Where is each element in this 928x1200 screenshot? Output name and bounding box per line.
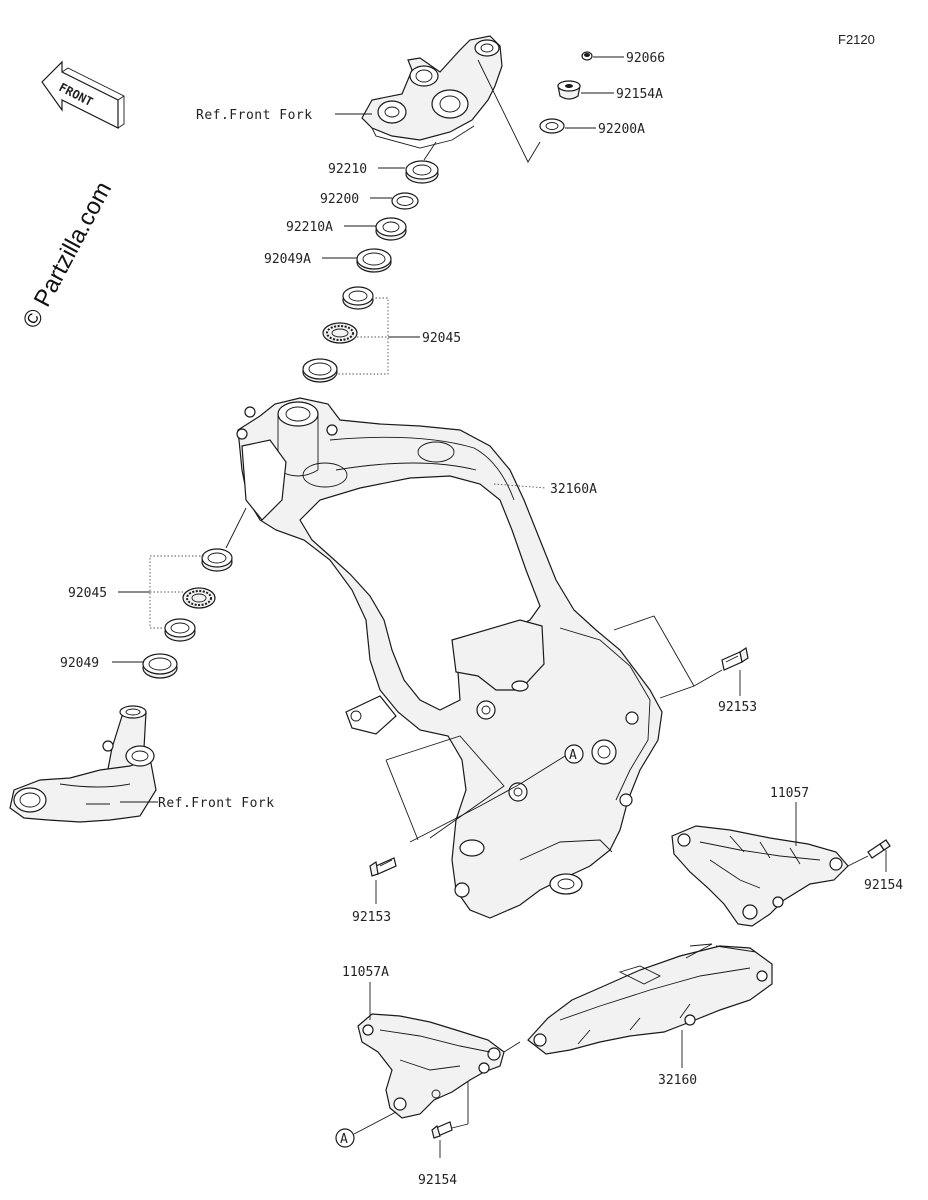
callout-92154-bottom: 92154 (418, 1173, 457, 1188)
part-92045-lower-cone (164, 618, 196, 642)
leader-headstock-lower (225, 507, 247, 549)
part-92045-lower-race (201, 548, 233, 572)
part-92154A (557, 80, 581, 100)
callout-92049: 92049 (60, 656, 99, 671)
callout-32160A: 32160A (550, 482, 597, 497)
part-92154-right-bolt (867, 839, 891, 859)
main-frame-32160A (236, 397, 663, 919)
callout-92153-bottom: 92153 (352, 910, 391, 925)
part-92210 (405, 160, 439, 184)
bracket-92045-lower (149, 555, 204, 629)
figure-code: F2120 (838, 32, 875, 47)
marker-a-lower (335, 1128, 355, 1148)
callout-92045-lower: 92045 (68, 586, 107, 601)
callout-92210A: 92210A (286, 220, 333, 235)
bracket-92045-upper (336, 297, 389, 375)
callout-32160: 32160 (658, 1073, 697, 1088)
part-92153-right-bolt (721, 647, 749, 671)
part-92154-bottom-bolt (431, 1121, 453, 1139)
part-92045-upper-race (342, 286, 374, 310)
leader-a-upper (409, 755, 566, 843)
part-92066 (581, 51, 593, 61)
ref-label-upper-clamp: Ref.Front Fork (196, 108, 313, 123)
part-92153-bottom-bolt (369, 857, 397, 877)
leader-11057-to-32160 (685, 943, 713, 959)
callout-11057A: 11057A (342, 965, 389, 980)
part-92210A (375, 217, 407, 241)
part-92049 (142, 653, 178, 679)
upper-triple-clamp (361, 35, 503, 149)
callout-92153-right: 92153 (718, 700, 757, 715)
callout-92066: 92066 (626, 51, 665, 66)
part-92045-lower-bearing (182, 587, 216, 609)
bracket-92153-bottom (385, 735, 505, 839)
leader-upper-cap-group (477, 59, 541, 163)
callout-92210: 92210 (328, 162, 367, 177)
part-11057A-bracket (357, 1013, 505, 1119)
part-11057-bracket (671, 825, 849, 927)
leader-11057A-to-32160 (503, 1041, 521, 1053)
callout-92154A: 92154A (616, 87, 663, 102)
part-92045-upper-bearing (322, 322, 358, 344)
callout-92049A: 92049A (264, 252, 311, 267)
ref-label-lower-clamp: Ref.Front Fork (158, 796, 275, 811)
part-92049A (356, 248, 392, 273)
lower-triple-clamp-stem (9, 705, 157, 823)
part-92200A (539, 118, 565, 134)
part-32160-subframe (527, 945, 773, 1055)
part-92045-upper-lower-race (302, 358, 338, 383)
callout-92200A: 92200A (598, 122, 645, 137)
callout-92045-upper: 92045 (422, 331, 461, 346)
leader-92153-right (693, 669, 723, 687)
marker-a-lower-label: A (340, 1132, 348, 1147)
leader-92154-right-a (847, 855, 869, 867)
callout-92200: 92200 (320, 192, 359, 207)
front-arrow-icon: FRONT (41, 60, 125, 129)
callout-11057: 11057 (770, 786, 809, 801)
leader-32160A (493, 483, 547, 489)
leader-clamp-to-stack (423, 141, 437, 161)
marker-a-upper-label: A (569, 748, 577, 763)
leader-a-lower (353, 1111, 397, 1135)
callout-92154-right: 92154 (864, 878, 903, 893)
watermark: © Partzilla.com (17, 177, 117, 332)
bracket-92153-right (613, 615, 695, 699)
marker-a-upper (564, 744, 584, 764)
part-92200 (391, 192, 419, 210)
